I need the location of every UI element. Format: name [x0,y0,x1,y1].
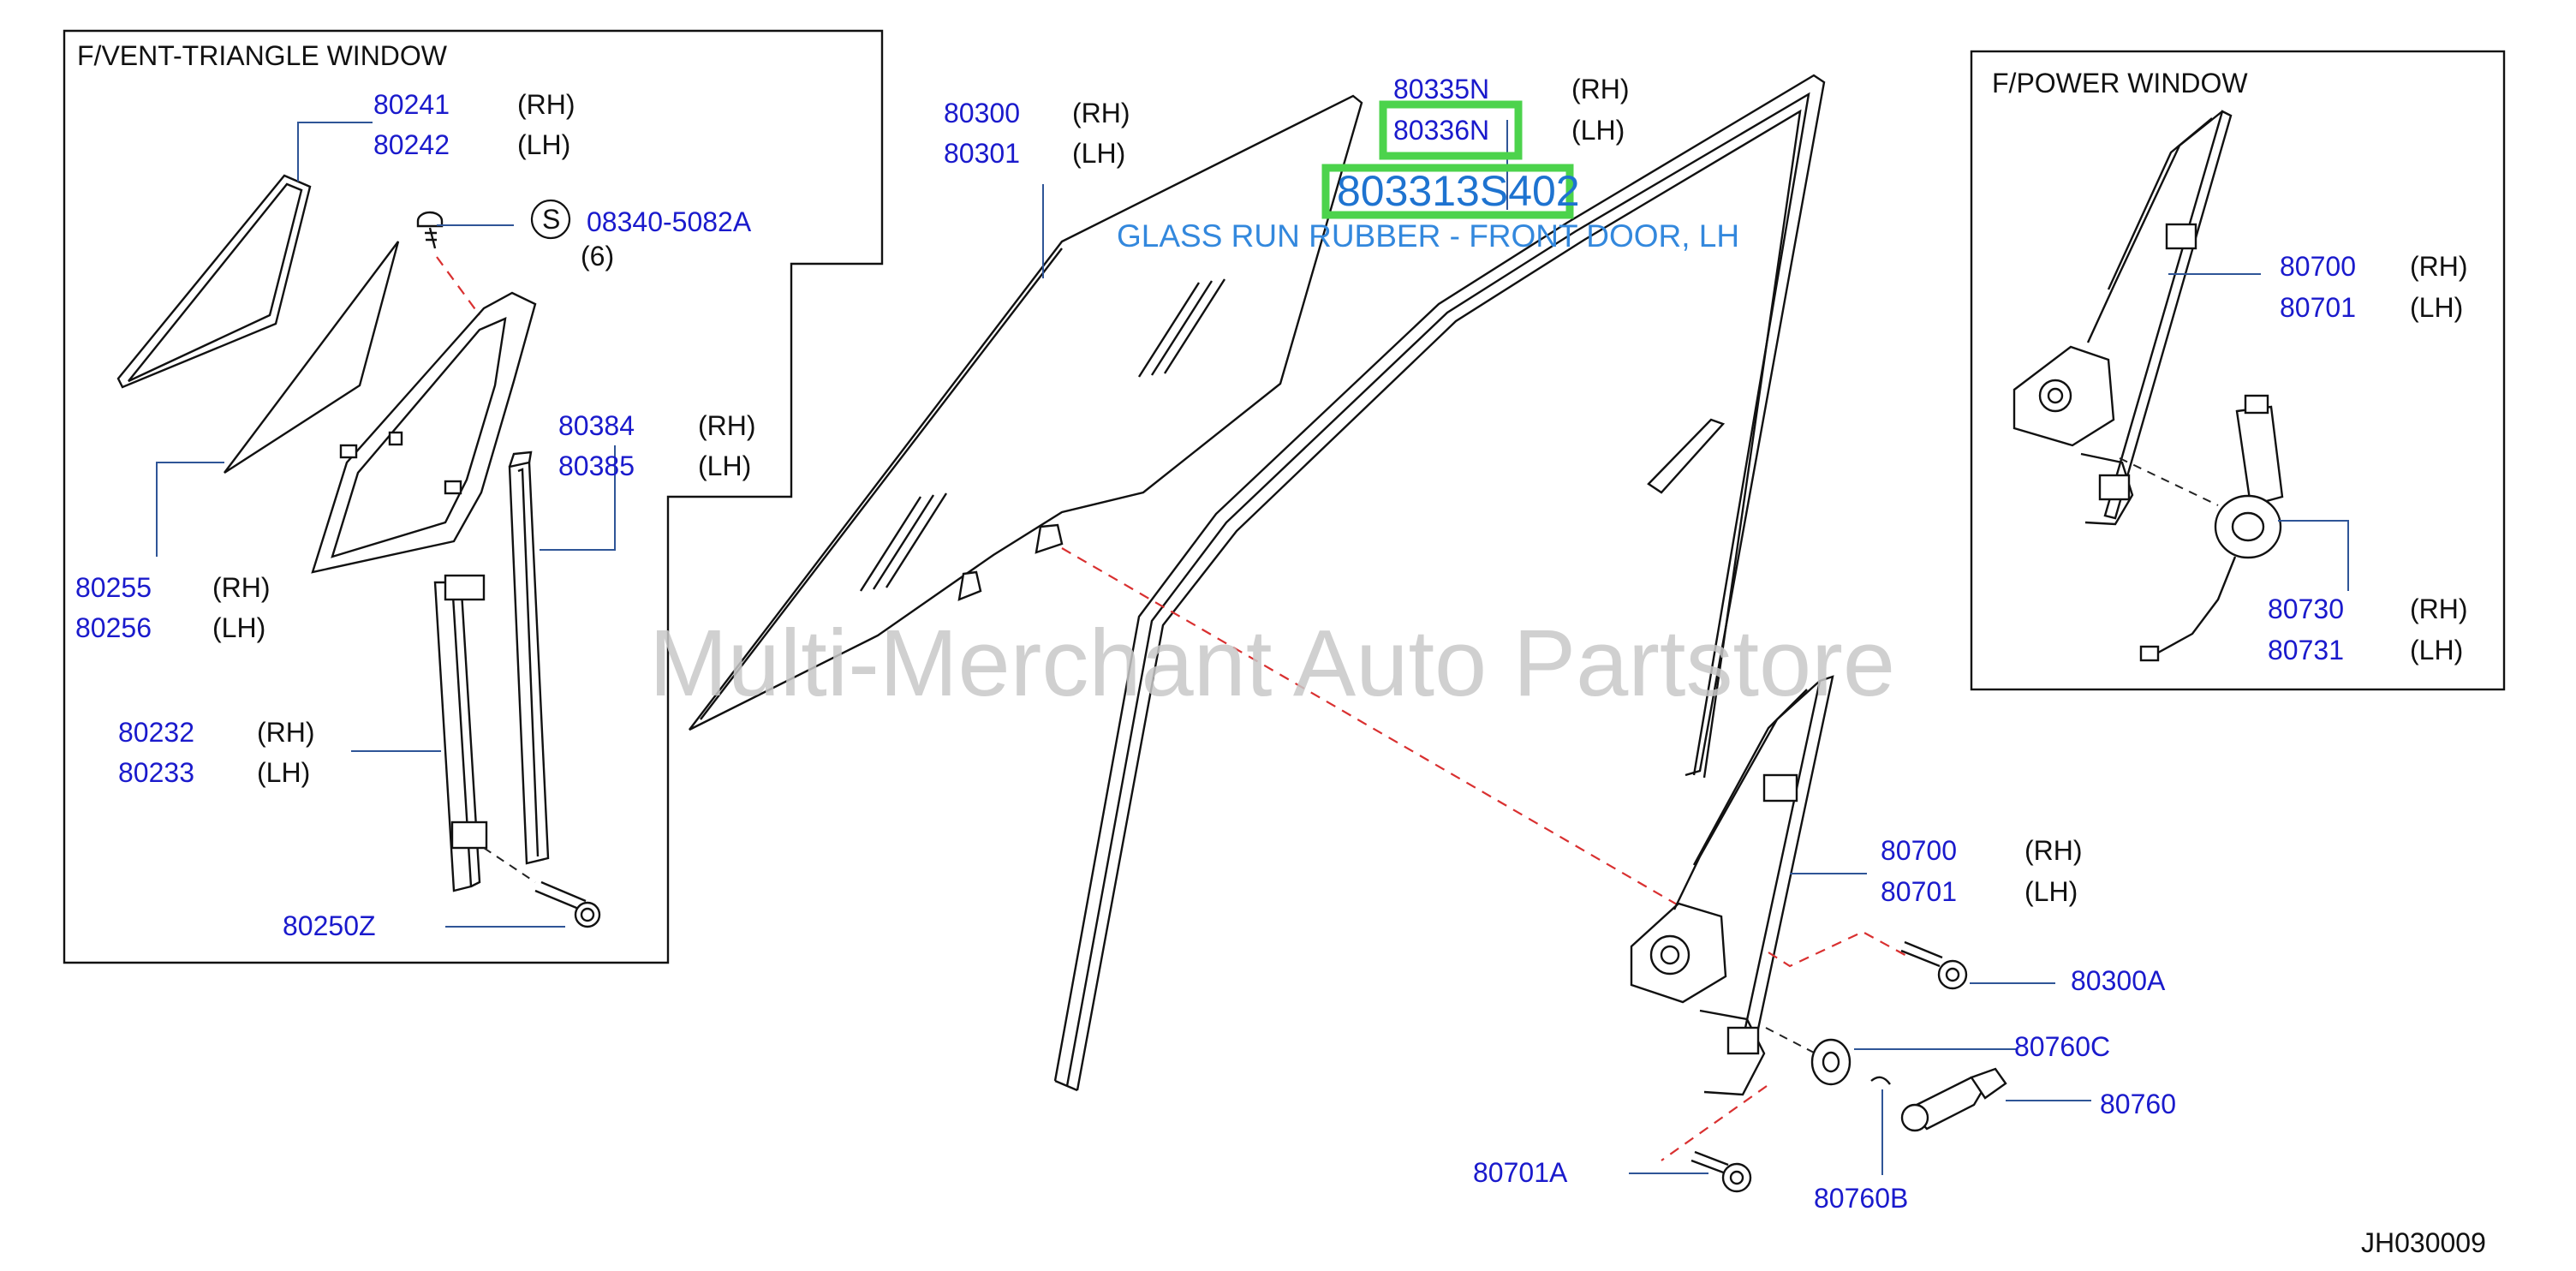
highlight-box-80336N [1379,100,1523,160]
glass-run-rubber-80335N[interactable] [1053,74,1826,1092]
part-80242-side: (LH) [517,129,570,160]
door-glass-80300[interactable] [689,94,1363,731]
division-bar-80384[interactable] [508,451,550,865]
handle-80760[interactable] [1900,1067,2007,1132]
vent-triangle-panel-frame [63,29,884,964]
part-80760C[interactable]: 80760C [2014,1031,2110,1062]
part-80384-side: (RH) [698,410,756,441]
part-pw80700-side: (RH) [2410,251,2468,282]
part-80701A[interactable]: 80701A [1473,1157,1568,1188]
part-80255-side: (RH) [212,572,271,603]
part-pw80730-side: (RH) [2410,594,2468,624]
part-80760[interactable]: 80760 [2100,1089,2176,1119]
leader-80255 [156,462,224,557]
screw-08340-5082A[interactable] [416,211,444,249]
glass-to-regulator-dashed [1061,547,1684,909]
part-80241-side: (RH) [517,89,575,120]
part-80256-side: (LH) [212,612,265,643]
motor-dashed [2119,457,2219,506]
vent-frame-assembly[interactable] [311,291,537,574]
vent-glass-seal-80241[interactable] [116,174,312,389]
bolt-80701A-dashed [1661,1085,1768,1161]
part-80241[interactable]: 80241 [373,89,450,120]
part-80760B[interactable]: 80760B [1814,1183,1908,1214]
bolt-80300A[interactable] [1900,940,1968,990]
leader-80241 [297,122,373,182]
clip-80760B[interactable] [1870,1076,1891,1085]
highlight-box-803313S402 [1321,164,1574,219]
part-80232[interactable]: 80232 [118,717,194,748]
part-pw80701[interactable]: 80701 [2280,292,2356,323]
part-80300A[interactable]: 80300A [2071,965,2166,996]
part-80300-side: (RH) [1072,98,1130,128]
vent-triangle-panel-title: F/VENT-TRIANGLE WINDOW [77,40,448,71]
part-80300[interactable]: 80300 [944,98,1020,128]
part-80301[interactable]: 80301 [944,138,1020,169]
vent-glass-80255[interactable] [224,241,400,474]
part-80385-side: (LH) [698,451,751,481]
screw-leader-dashed [436,256,480,316]
power-window-motor-80730[interactable] [2139,394,2284,662]
part-80336N-side: (LH) [1571,115,1625,146]
screw-symbol-circle [530,199,571,240]
power-regulator-80700[interactable] [2012,110,2233,526]
part-80255[interactable]: 80255 [75,572,152,603]
part-80384[interactable]: 80384 [558,410,635,441]
part-80700-side: (RH) [2024,835,2083,866]
part-pw80701-side: (LH) [2410,292,2463,323]
part-pw80731-side: (LH) [2410,635,2463,665]
leader-80384 [540,445,616,551]
washer-dashed [1765,1027,1816,1054]
part-08340-qty: (6) [581,241,614,272]
watermark: Multi-Merchant Auto Partstore [649,611,1895,716]
part-80301-side: (LH) [1072,138,1125,169]
power-window-panel-title: F/POWER WINDOW [1992,68,2248,98]
callout-part-number: 803313S402 [1337,167,1580,215]
window-regulator-80700[interactable] [1630,675,1834,1096]
part-80242[interactable]: 80242 [373,129,450,160]
leader-pw80730 [2278,520,2349,591]
part-80385[interactable]: 80385 [558,451,635,481]
part-80256[interactable]: 80256 [75,612,152,643]
part-80335N-side: (RH) [1571,74,1630,104]
part-08340-5082A[interactable]: 08340-5082A [587,206,752,237]
part-pw80731[interactable]: 80731 [2268,635,2344,665]
washer-80760C[interactable] [1810,1038,1852,1086]
bolt-80250Z-dashed [483,847,536,883]
part-80335N[interactable]: 80335N [1393,74,1489,104]
part-80232-side: (RH) [257,717,315,748]
part-80701[interactable]: 80701 [1881,876,1957,907]
part-80336N[interactable]: 80336N [1393,115,1489,146]
bolt-80300A-dashed [1768,930,1911,968]
part-pw80700[interactable]: 80700 [2280,251,2356,282]
power-window-panel-frame [1970,50,2506,691]
diagram-code: JH030009 [2361,1227,2486,1258]
bolt-80250Z[interactable] [534,880,601,928]
part-80250Z[interactable]: 80250Z [283,910,376,941]
sash-channel-80232[interactable] [433,574,488,892]
bolt-80701A[interactable] [1690,1150,1752,1193]
part-80233-side: (LH) [257,757,310,788]
part-80700[interactable]: 80700 [1881,835,1957,866]
part-80701-side: (LH) [2024,876,2078,907]
callout-description: GLASS RUN RUBBER - FRONT DOOR, LH [1117,218,1739,254]
screw-symbol: S [542,204,560,235]
part-pw80730[interactable]: 80730 [2268,594,2344,624]
part-80233[interactable]: 80233 [118,757,194,788]
